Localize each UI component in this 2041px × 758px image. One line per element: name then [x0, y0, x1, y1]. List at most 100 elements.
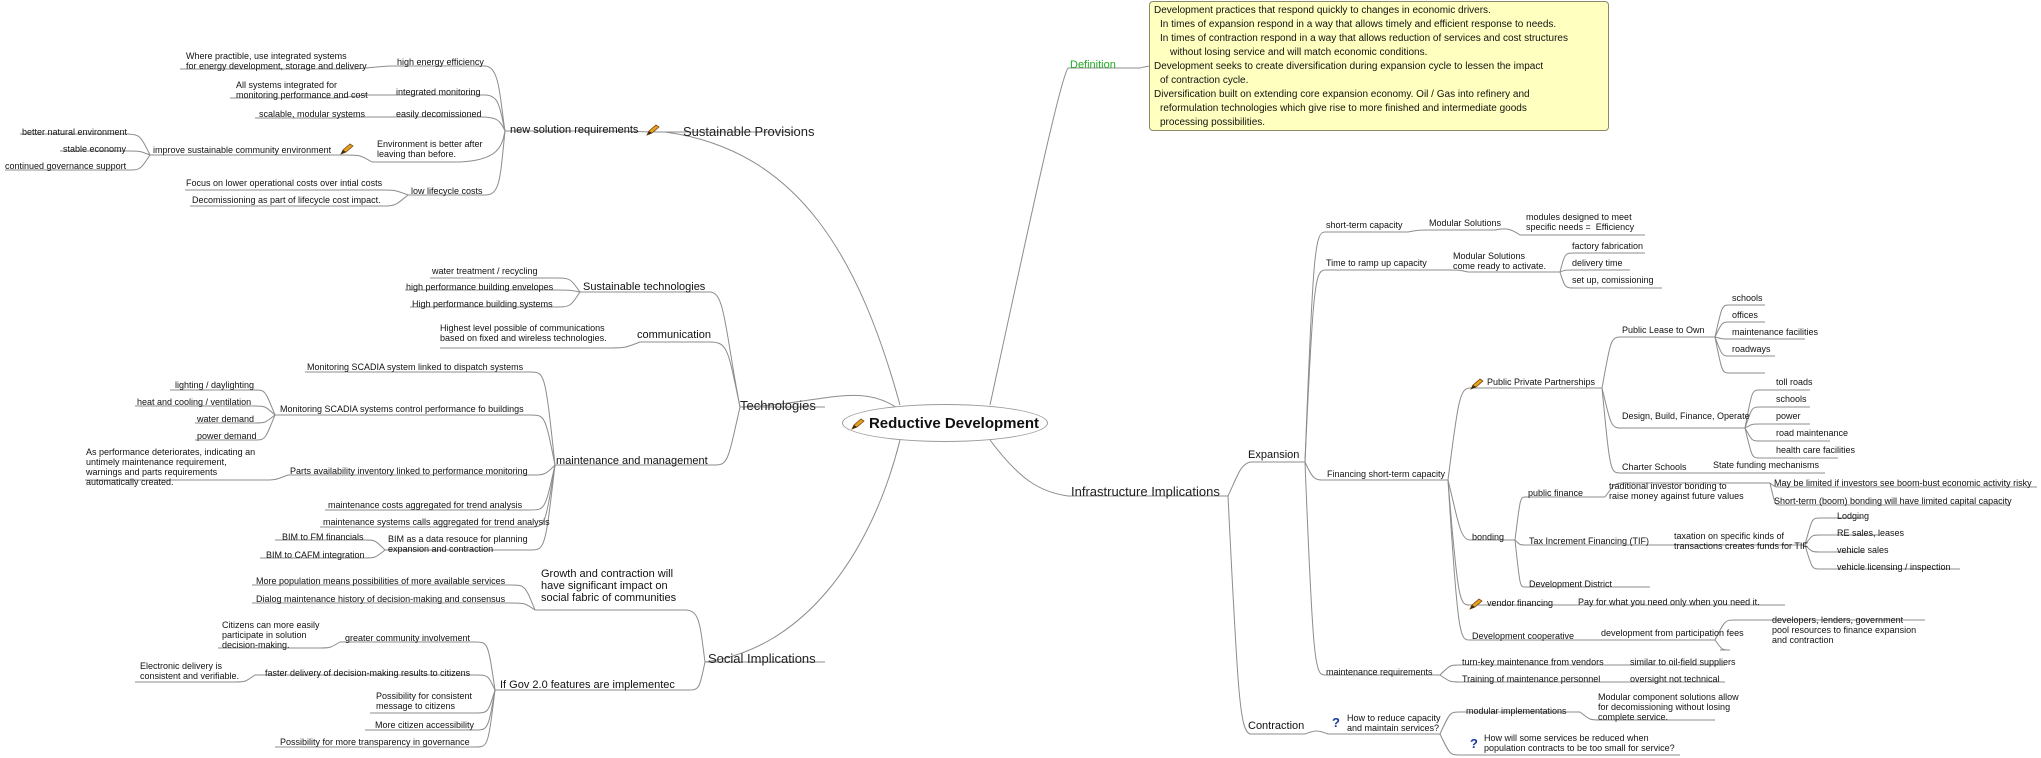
topic-offices[interactable]: offices	[1732, 310, 1758, 320]
topic-transparency[interactable]: Possibility for more transparency in gov…	[280, 737, 470, 747]
topic-development-cooperative[interactable]: Development cooperative	[1472, 631, 1575, 641]
topic-greater-involvement[interactable]: greater community involvement	[345, 633, 471, 643]
topic-lease-to-own[interactable]: Public Lease to Own	[1622, 325, 1705, 335]
topic-infrastructure-implications[interactable]: Infrastructure Implications	[1071, 484, 1220, 499]
topic-ramp-up[interactable]: Time to ramp up capacity	[1326, 258, 1427, 268]
topic-technologies[interactable]: Technologies	[740, 398, 816, 413]
topic-stable-economy[interactable]: stable economy	[63, 144, 127, 154]
topic-may-be-limited[interactable]: May be limited if investors see boom-bus…	[1774, 478, 2032, 488]
topic-setup-comissioning[interactable]: set up, comissioning	[1572, 275, 1654, 285]
topic-low-lifecycle[interactable]: low lifecycle costs	[411, 186, 483, 196]
topic-lodging[interactable]: Lodging	[1837, 511, 1870, 521]
topic-modular-implementations[interactable]: modular implementations	[1466, 706, 1567, 716]
topic-social-implications[interactable]: Social Implications	[708, 651, 816, 666]
topic-maintenance-management[interactable]: maintenance and management	[556, 455, 708, 467]
topic-roadways[interactable]: roadways	[1732, 344, 1771, 354]
topic-public-finance[interactable]: public finance	[1528, 488, 1584, 498]
topic-how-reduce[interactable]: How to reduce capacity and maintain serv…	[1347, 713, 1441, 733]
topic-maintenance-costs[interactable]: maintenance costs aggregated for trend a…	[328, 500, 523, 510]
note-modular: modules designed to meet specific needs …	[1526, 212, 1635, 232]
topic-gov-20[interactable]: If Gov 2.0 features are implementec	[500, 679, 675, 691]
topic-focus-operational[interactable]: Focus on lower operational costs over in…	[186, 178, 383, 188]
topic-decom-lifecycle[interactable]: Decomissioning as part of lifecycle cost…	[192, 195, 381, 205]
topic-factory-fabrication[interactable]: factory fabrication	[1572, 241, 1644, 251]
topic-contraction[interactable]: Contraction	[1248, 720, 1305, 732]
topic-ppp[interactable]: Public Private Partnerships	[1487, 377, 1596, 387]
topic-water-treatment[interactable]: water treatment / recycling	[432, 266, 538, 276]
topic-maintenance-requirements[interactable]: maintenance requirements	[1326, 667, 1433, 677]
topic-delivery-time[interactable]: delivery time	[1572, 258, 1623, 268]
topic-participation-fees[interactable]: development from participation fees	[1601, 628, 1744, 638]
topic-bim-planning[interactable]: BIM as a data resouce for planning expan…	[388, 534, 528, 554]
topic-bim-fm[interactable]: BIM to FM financials	[282, 532, 364, 542]
topic-building-envelopes[interactable]: high performance building envelopes	[406, 282, 554, 292]
topic-better-natural[interactable]: better natural environment	[22, 127, 128, 137]
topic-health-care[interactable]: health care facilities	[1776, 445, 1856, 455]
topic-integrated-monitoring[interactable]: integrated monitoring	[396, 87, 481, 97]
topic-high-energy-efficiency[interactable]: high energy efficiency	[397, 57, 484, 67]
topic-bim-cafm[interactable]: BIM to CAFM integration	[266, 550, 365, 560]
topic-growth-contraction[interactable]: Growth and contraction will have signifi…	[541, 568, 677, 604]
topic-vehicle-sales[interactable]: vehicle sales	[1837, 545, 1889, 555]
topic-traditional-bonding[interactable]: traditional investor bonding to raise mo…	[1609, 481, 1744, 501]
topic-heat-cooling[interactable]: heat and cooling / ventilation	[137, 397, 252, 407]
topic-environment-better[interactable]: Environment is better after leaving than…	[377, 139, 483, 159]
topic-definition[interactable]: Definition	[1070, 59, 1116, 71]
topic-power[interactable]: power	[1776, 411, 1801, 421]
topic-hp-building-systems[interactable]: High performance building systems	[412, 299, 553, 309]
topic-expansion[interactable]: Expansion	[1248, 449, 1300, 461]
topic-bonding[interactable]: bonding	[1472, 532, 1505, 542]
topic-road-maintenance[interactable]: road maintenance	[1776, 428, 1849, 438]
topic-oil-field[interactable]: similar to oil-field suppliers	[1630, 657, 1736, 667]
topic-dbfo[interactable]: Design, Build, Finance, Operate	[1622, 411, 1750, 421]
topic-how-will-services[interactable]: How will some services be reduced when p…	[1484, 733, 1675, 753]
topic-tif[interactable]: Tax Increment Financing (TIF)	[1529, 536, 1650, 546]
definition-line: reformulation technologies which give ri…	[1160, 103, 1527, 114]
topic-sustainable-technologies[interactable]: Sustainable technologies	[583, 281, 706, 293]
topic-vendor-financing[interactable]: vendor financing	[1487, 598, 1554, 608]
topic-maintenance-calls[interactable]: maintenance systems calls aggregated for…	[323, 517, 550, 527]
topic-vehicle-licensing[interactable]: vehicle licensing / inspection	[1837, 562, 1951, 572]
topic-more-population[interactable]: More population means possibilities of m…	[256, 576, 506, 586]
definition-line: Diversification built on extending core …	[1154, 89, 1530, 100]
topic-pay-when-needed[interactable]: Pay for what you need only when you need…	[1578, 597, 1760, 607]
topic-modular-ready[interactable]: Modular Solutions come ready to activate…	[1453, 251, 1547, 271]
topic-parts-availability[interactable]: Parts availability inventory linked to p…	[290, 466, 528, 476]
topic-dialog-maintenance[interactable]: Dialog maintenance history of decision-m…	[256, 594, 506, 604]
pencil-icon	[1470, 377, 1484, 390]
definition-line: processing possibilities.	[1160, 117, 1266, 128]
topic-maintenance-facilities[interactable]: maintenance facilities	[1732, 327, 1819, 337]
topic-faster-delivery[interactable]: faster delivery of decision-making resul…	[265, 668, 471, 678]
topic-lighting[interactable]: lighting / daylighting	[175, 380, 255, 390]
topic-citizen-accessibility[interactable]: More citizen accessibility	[375, 720, 475, 730]
topic-scadia-control[interactable]: Monitoring SCADIA systems control perfor…	[280, 404, 524, 414]
topic-modular-solutions[interactable]: Modular Solutions	[1429, 218, 1502, 228]
topic-re-sales[interactable]: RE sales, leases	[1837, 528, 1905, 538]
topic-financing-short-term[interactable]: Financing short-term capacity	[1327, 469, 1446, 479]
topic-communication[interactable]: communication	[637, 329, 711, 341]
topic-training[interactable]: Training of maintenance personnel	[1462, 674, 1601, 684]
topic-toll-roads[interactable]: toll roads	[1776, 377, 1813, 387]
topic-scadia-dispatch[interactable]: Monitoring SCADIA system linked to dispa…	[307, 362, 524, 372]
topic-short-term-capacity[interactable]: short-term capacity	[1326, 220, 1403, 230]
topic-charter-schools[interactable]: Charter Schools	[1622, 462, 1687, 472]
topic-improve-community[interactable]: improve sustainable community environmen…	[153, 145, 332, 155]
topic-water-demand[interactable]: water demand	[197, 414, 255, 424]
topic-easily-decomissioned[interactable]: easily decomissioned	[396, 109, 482, 119]
topic-oversight[interactable]: oversight not technical	[1630, 674, 1720, 684]
topic-new-solution-requirements[interactable]: new solution requirements	[510, 124, 639, 136]
central-topic[interactable]: Reductive Development	[842, 404, 1048, 442]
topic-schools[interactable]: schools	[1732, 293, 1763, 303]
topic-schools-dbfo[interactable]: schools	[1776, 394, 1807, 404]
topic-development-district[interactable]: Development District	[1529, 579, 1613, 589]
topic-taxation-tif[interactable]: taxation on specific kinds of transactio…	[1674, 531, 1808, 551]
definition-line: In times of expansion respond in a way t…	[1160, 19, 1557, 30]
topic-consistent-message[interactable]: Possibility for consistent message to ci…	[376, 691, 473, 711]
topic-turnkey-maintenance[interactable]: turn-key maintenance from vendors	[1462, 657, 1604, 667]
topic-short-term-bonding[interactable]: Short-term (boom) bonding will have limi…	[1774, 496, 2012, 506]
topic-continued-governance[interactable]: continued governance support	[5, 161, 127, 171]
topic-sustainable-provisions[interactable]: Sustainable Provisions	[683, 124, 815, 139]
topic-state-funding[interactable]: State funding mechanisms	[1713, 460, 1820, 470]
topic-power-demand[interactable]: power demand	[197, 431, 257, 441]
